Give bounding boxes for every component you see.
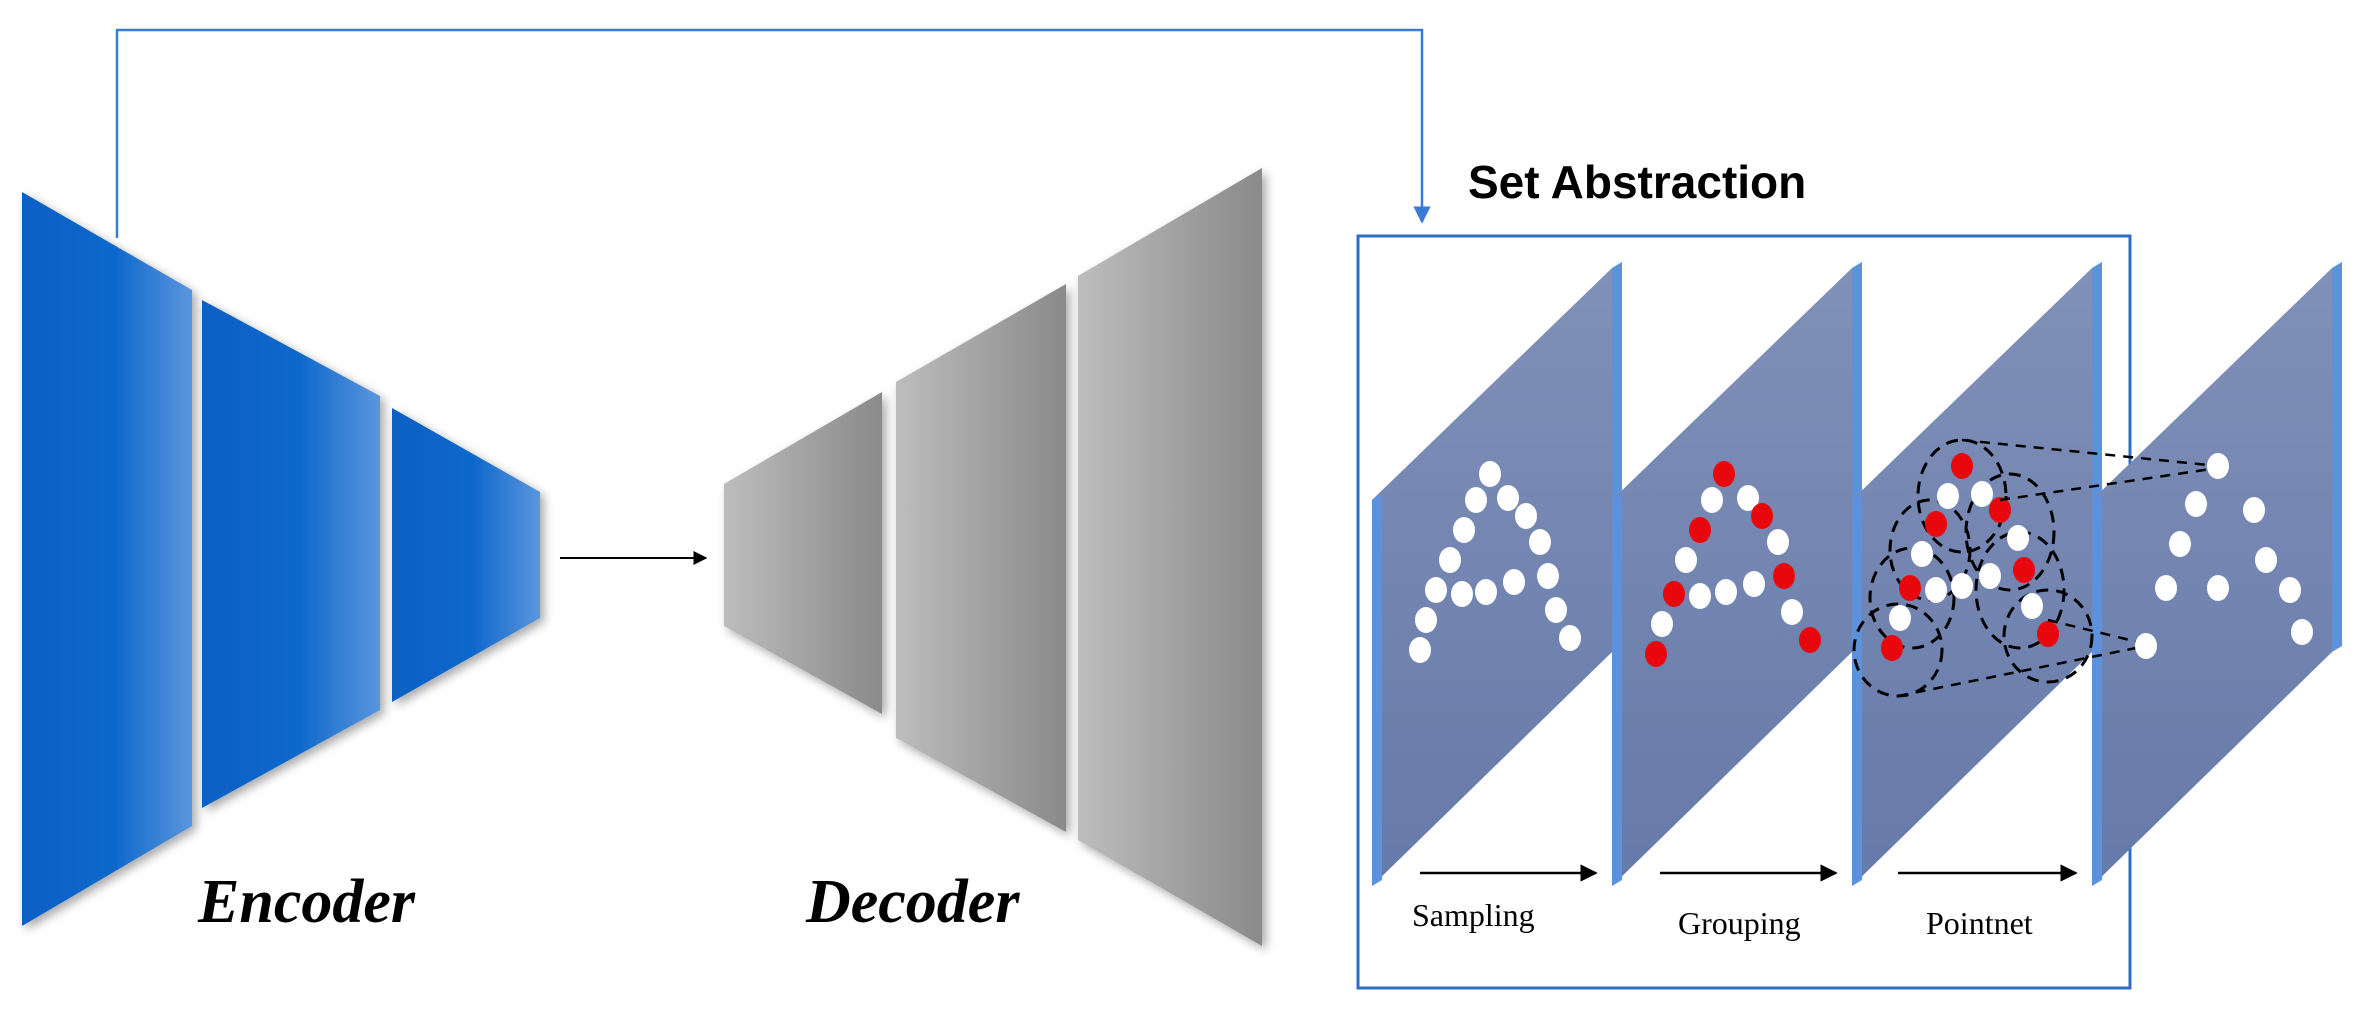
panel-1-points	[1409, 461, 1581, 663]
decoder-block-2	[896, 284, 1066, 832]
dashed-circle-icon	[2002, 588, 2094, 684]
panel-3-points	[1881, 453, 2059, 661]
sa-panels	[1372, 262, 2342, 886]
dashed-circle-icon	[1916, 438, 2008, 554]
sa-panel-4	[2092, 262, 2342, 886]
step-label-sampling: Sampling	[1412, 897, 1535, 933]
dashed-circle-icon	[1964, 472, 2056, 592]
encoder-block-3	[392, 408, 540, 702]
sa-panel-3	[1852, 262, 2102, 886]
panel-2-points	[1645, 461, 1821, 667]
encoder-label: Encoder	[197, 868, 416, 936]
step-label-grouping: Grouping	[1678, 905, 1801, 941]
decoder-blocks	[724, 168, 1262, 946]
projection-lines	[1897, 438, 2219, 698]
decoder-label: Decoder	[805, 868, 1020, 936]
decoder-block-3	[1078, 168, 1262, 946]
encoder-block-2	[202, 300, 380, 808]
panel-4-points	[2135, 453, 2313, 659]
decoder-block-1	[724, 392, 882, 714]
encoder-block-1	[22, 192, 192, 926]
dashed-circle-icon	[1868, 546, 1956, 650]
set-abstraction-title: Set Abstraction	[1468, 156, 1806, 208]
sa-panel-2	[1612, 262, 1862, 886]
encoder-blocks	[22, 192, 540, 926]
step-label-pointnet: Pointnet	[1926, 905, 2033, 941]
skip-connection-line	[115, 28, 1431, 238]
sa-panel-1	[1372, 262, 1622, 886]
